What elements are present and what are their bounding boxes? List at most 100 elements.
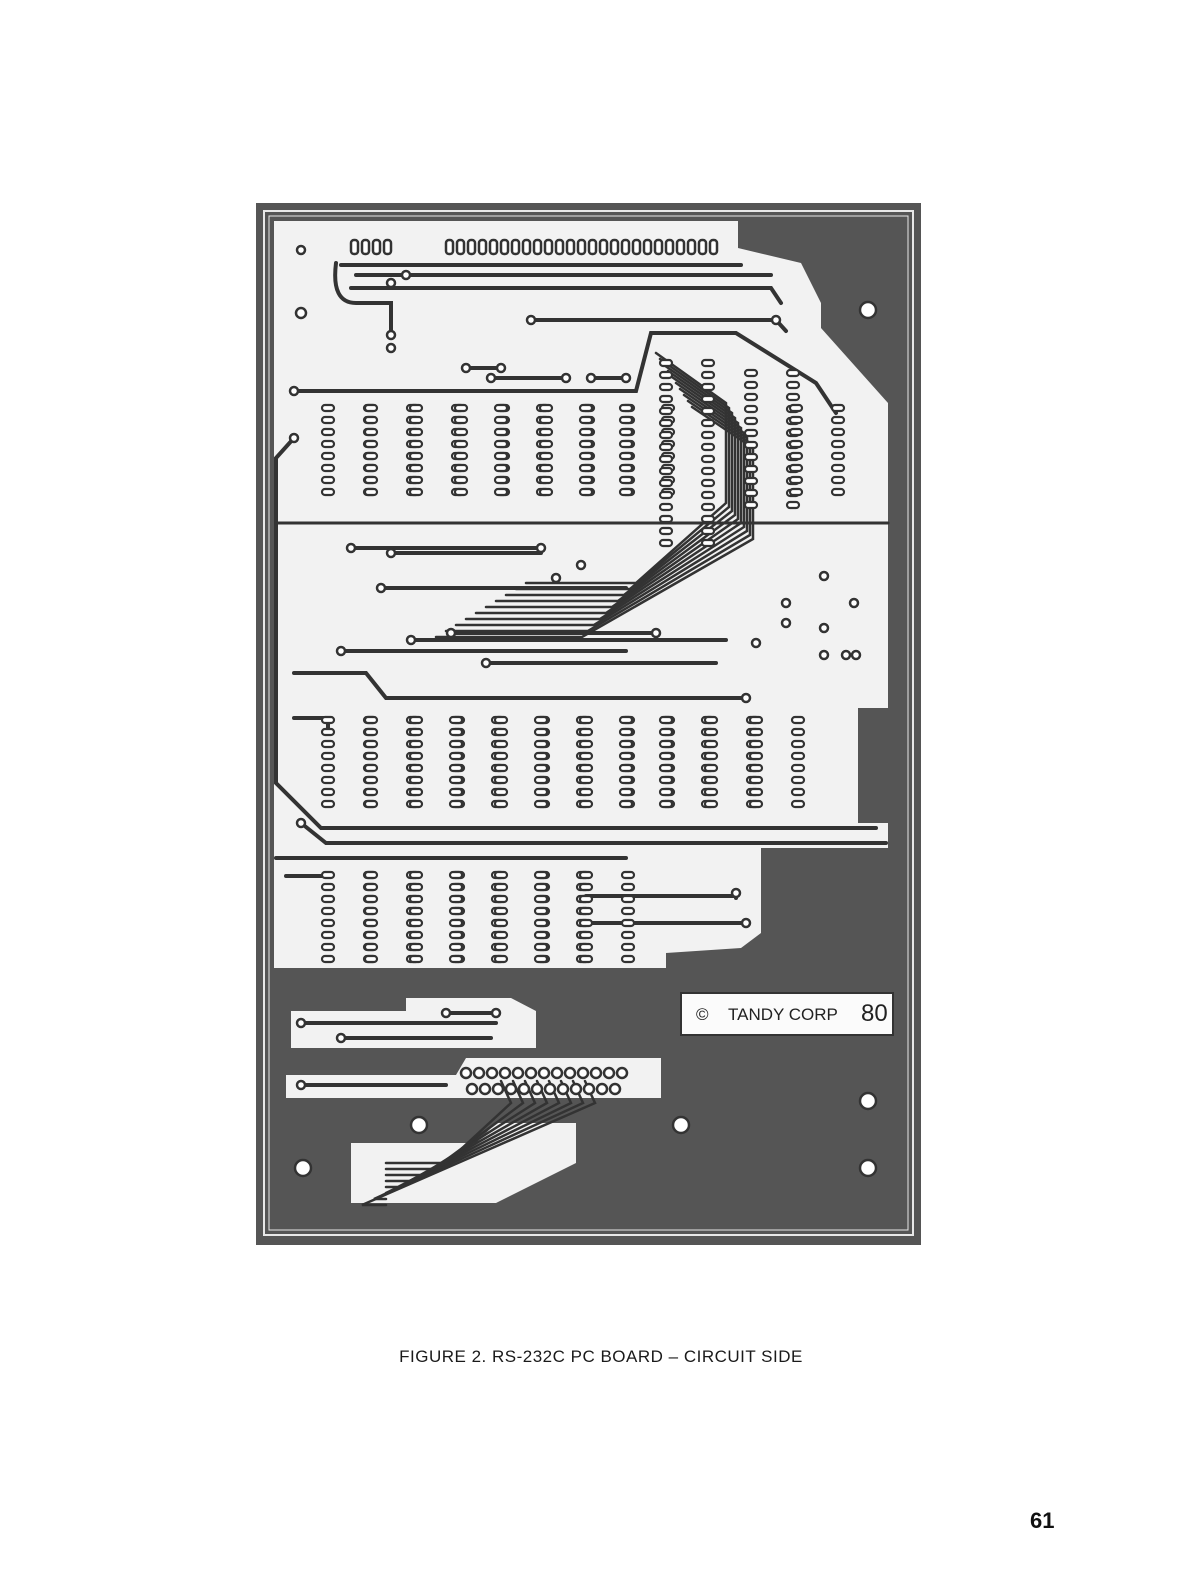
ic-row3-6-pin-left (580, 956, 592, 962)
ic-row1-2-pin-left (410, 477, 422, 483)
ic-large-1-pin-left (660, 384, 672, 390)
ic-row1-0-pin-left (322, 453, 334, 459)
via-pad (742, 919, 750, 927)
ic-row2-3-pin-left (450, 801, 462, 807)
ic-large-1-pin-right (702, 492, 714, 498)
ic-row2-7-pin-left (620, 753, 632, 759)
ic-row1-end-pin-right (832, 465, 844, 471)
ic-row1-7-pin-left (620, 453, 632, 459)
ic-large-1-pin-right (702, 444, 714, 450)
ic-row2-10-pin-left (750, 789, 762, 795)
db25-pin (604, 1068, 614, 1078)
ic-large-1-pin-left (660, 372, 672, 378)
via-pad (487, 374, 495, 382)
connector-finger (611, 240, 618, 254)
ic-row2-10-pin-left (750, 741, 762, 747)
ic-row3-2-pin-left (410, 956, 422, 962)
db25-pin (506, 1084, 516, 1094)
ic-row3-6-pin-right (622, 872, 634, 878)
db25-pin (584, 1084, 594, 1094)
db25-pin (558, 1084, 568, 1094)
ic-row1-6-pin-left (580, 429, 592, 435)
ic-row3-6-pin-right (622, 884, 634, 890)
ic-row2-2-pin-left (410, 765, 422, 771)
ic-row3-5-pin-left (535, 884, 547, 890)
ic-row2-0-pin-left (322, 729, 334, 735)
ic-row3-6-pin-right (622, 932, 634, 938)
connector-finger (373, 240, 380, 254)
db25-pin (539, 1068, 549, 1078)
ic-row3-2-pin-left (410, 932, 422, 938)
ic-large-1-pin-right (702, 396, 714, 402)
ic-row2-7-pin-left (620, 801, 632, 807)
ic-row3-5-pin-left (535, 896, 547, 902)
ic-row3-2-pin-left (410, 884, 422, 890)
connector-finger (633, 240, 640, 254)
ic-row2-6-pin-left (580, 789, 592, 795)
ic-row2-0-pin-left (322, 753, 334, 759)
ic-row3-5-pin-left (535, 932, 547, 938)
ic-row2-1-pin-left (365, 741, 377, 747)
figure-caption: FIGURE 2. RS-232C PC BOARD – CIRCUIT SID… (0, 1347, 1202, 1367)
ic-row3-6-pin-right (622, 908, 634, 914)
ic-row3-3-pin-left (450, 908, 462, 914)
connector-finger (556, 240, 563, 254)
ic-row1-3-pin-left (455, 477, 467, 483)
ic-row2-6-pin-left (580, 777, 592, 783)
ic-row3-1-pin-left (365, 872, 377, 878)
ic-row1-end-pin-right (832, 441, 844, 447)
ic-row3-0-pin-left (322, 896, 334, 902)
ic-row1-end-pin-right (832, 453, 844, 459)
db25-pin (532, 1084, 542, 1094)
connector-finger (468, 240, 475, 254)
via-pad (492, 1009, 500, 1017)
mounting-hole (295, 1160, 311, 1176)
ic-row2-0-pin-left (322, 801, 334, 807)
ic-row1-end-pin-left (790, 441, 802, 447)
via-pad (652, 629, 660, 637)
ic-row1-2-pin-left (410, 465, 422, 471)
ic-row2-1-pin-left (365, 753, 377, 759)
db25-pin (467, 1084, 477, 1094)
ic-row2-4-pin-left (495, 753, 507, 759)
ic-row2-2-pin-left (410, 729, 422, 735)
ic-large-2-pin-left (745, 490, 757, 496)
via-pad (297, 1019, 305, 1027)
ic-row2-6-pin-left (580, 717, 592, 723)
ic-large-1-pin-right (702, 528, 714, 534)
connector-finger (567, 240, 574, 254)
ic-row3-0-pin-left (322, 908, 334, 914)
via-pad (462, 364, 470, 372)
ic-row2-1-pin-left (365, 777, 377, 783)
ic-row1-3-pin-left (455, 441, 467, 447)
ic-row2-3-pin-left (450, 789, 462, 795)
via-pad (482, 659, 490, 667)
ic-row2-1-pin-left (365, 801, 377, 807)
ic-row3-4-pin-left (495, 896, 507, 902)
ic-row3-2-pin-left (410, 908, 422, 914)
ic-row1-0-pin-left (322, 417, 334, 423)
via-pad (447, 629, 455, 637)
ic-row3-6-pin-left (580, 908, 592, 914)
ic-row1-0-pin-left (322, 405, 334, 411)
ic-row2-0-pin-left (322, 765, 334, 771)
connector-finger (578, 240, 585, 254)
ic-row1-4-pin-left (495, 465, 507, 471)
mounting-hole (411, 1117, 427, 1133)
test-pad (296, 308, 306, 318)
ic-row3-0-pin-left (322, 944, 334, 950)
ic-row2-9-pin-left (705, 789, 717, 795)
db25-pin (591, 1068, 601, 1078)
ic-row2-0-pin-left (322, 741, 334, 747)
connector-finger (666, 240, 673, 254)
ic-row1-7-pin-left (620, 405, 632, 411)
page-number: 61 (1030, 1508, 1054, 1534)
ic-row2-10-pin-left (750, 801, 762, 807)
via-pad (337, 647, 345, 655)
ic-row2-7-pin-left (620, 765, 632, 771)
ic-row3-4-pin-left (495, 908, 507, 914)
ic-row1-7-pin-left (620, 465, 632, 471)
ic-row3-0-pin-left (322, 956, 334, 962)
ic-row3-1-pin-left (365, 956, 377, 962)
db25-pin (597, 1084, 607, 1094)
